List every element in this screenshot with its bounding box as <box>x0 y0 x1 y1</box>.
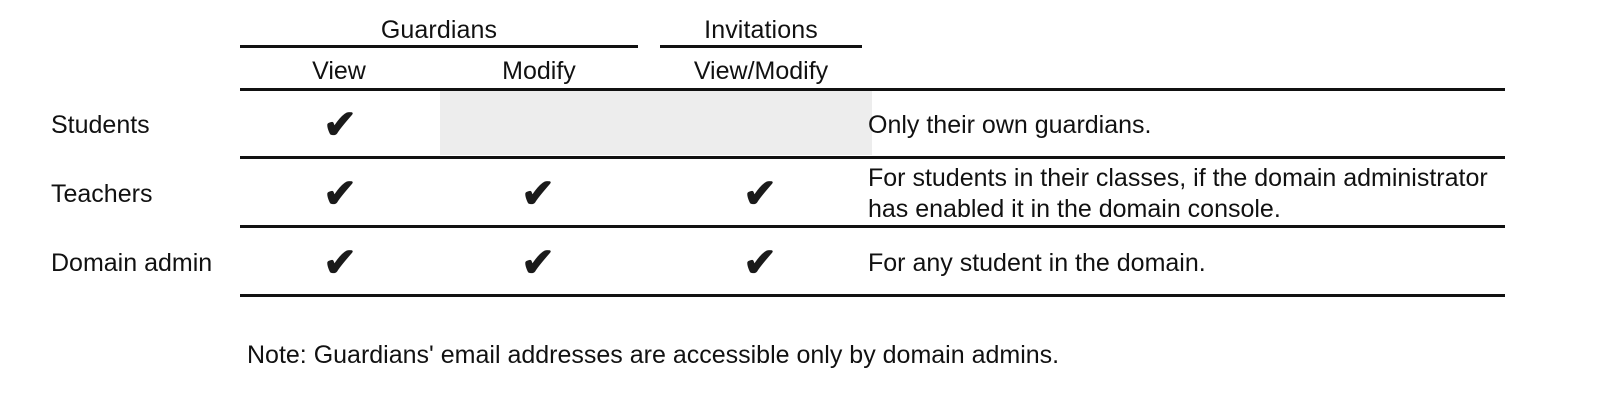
cell-domain-admin-guardians-modify-check: ✔ <box>521 241 555 285</box>
header-bottom-rule <box>240 88 1505 91</box>
column-header-modify: Modify <box>502 57 576 85</box>
column-header-view-modify: View/Modify <box>693 57 829 85</box>
cell-teachers-invitations-view-modify-check: ✔ <box>743 172 777 216</box>
table-bottom-rule <box>240 294 1505 297</box>
cell-students-description: Only their own guardians. <box>868 111 1152 139</box>
row-label-domain-admin: Domain admin <box>51 249 213 277</box>
group-rule-invitations <box>660 45 862 48</box>
cell-teachers-guardians-modify-check: ✔ <box>521 172 555 216</box>
group-rule-guardians <box>240 45 638 48</box>
cell-students-modify-shaded <box>440 91 872 155</box>
row-rule-after-students <box>240 156 1505 159</box>
cell-students-guardians-view-check: ✔ <box>323 103 357 147</box>
column-group-invitations-label: Invitations <box>704 16 818 44</box>
row-label-students: Students <box>51 111 150 139</box>
row-rule-after-teachers <box>240 225 1505 228</box>
cell-teachers-description: For students in their classes, if the do… <box>868 164 1488 223</box>
cell-domain-admin-guardians-view-check: ✔ <box>323 241 357 285</box>
cell-domain-admin-description: For any student in the domain. <box>868 249 1206 277</box>
row-label-teachers: Teachers <box>51 180 153 208</box>
column-group-guardians-label: Guardians <box>380 16 498 44</box>
cell-domain-admin-invitations-view-modify-check: ✔ <box>743 241 777 285</box>
figure-note: Note: Guardians' email addresses are acc… <box>247 341 1060 369</box>
column-header-view: View <box>312 57 366 85</box>
cell-teachers-guardians-view-check: ✔ <box>323 172 357 216</box>
